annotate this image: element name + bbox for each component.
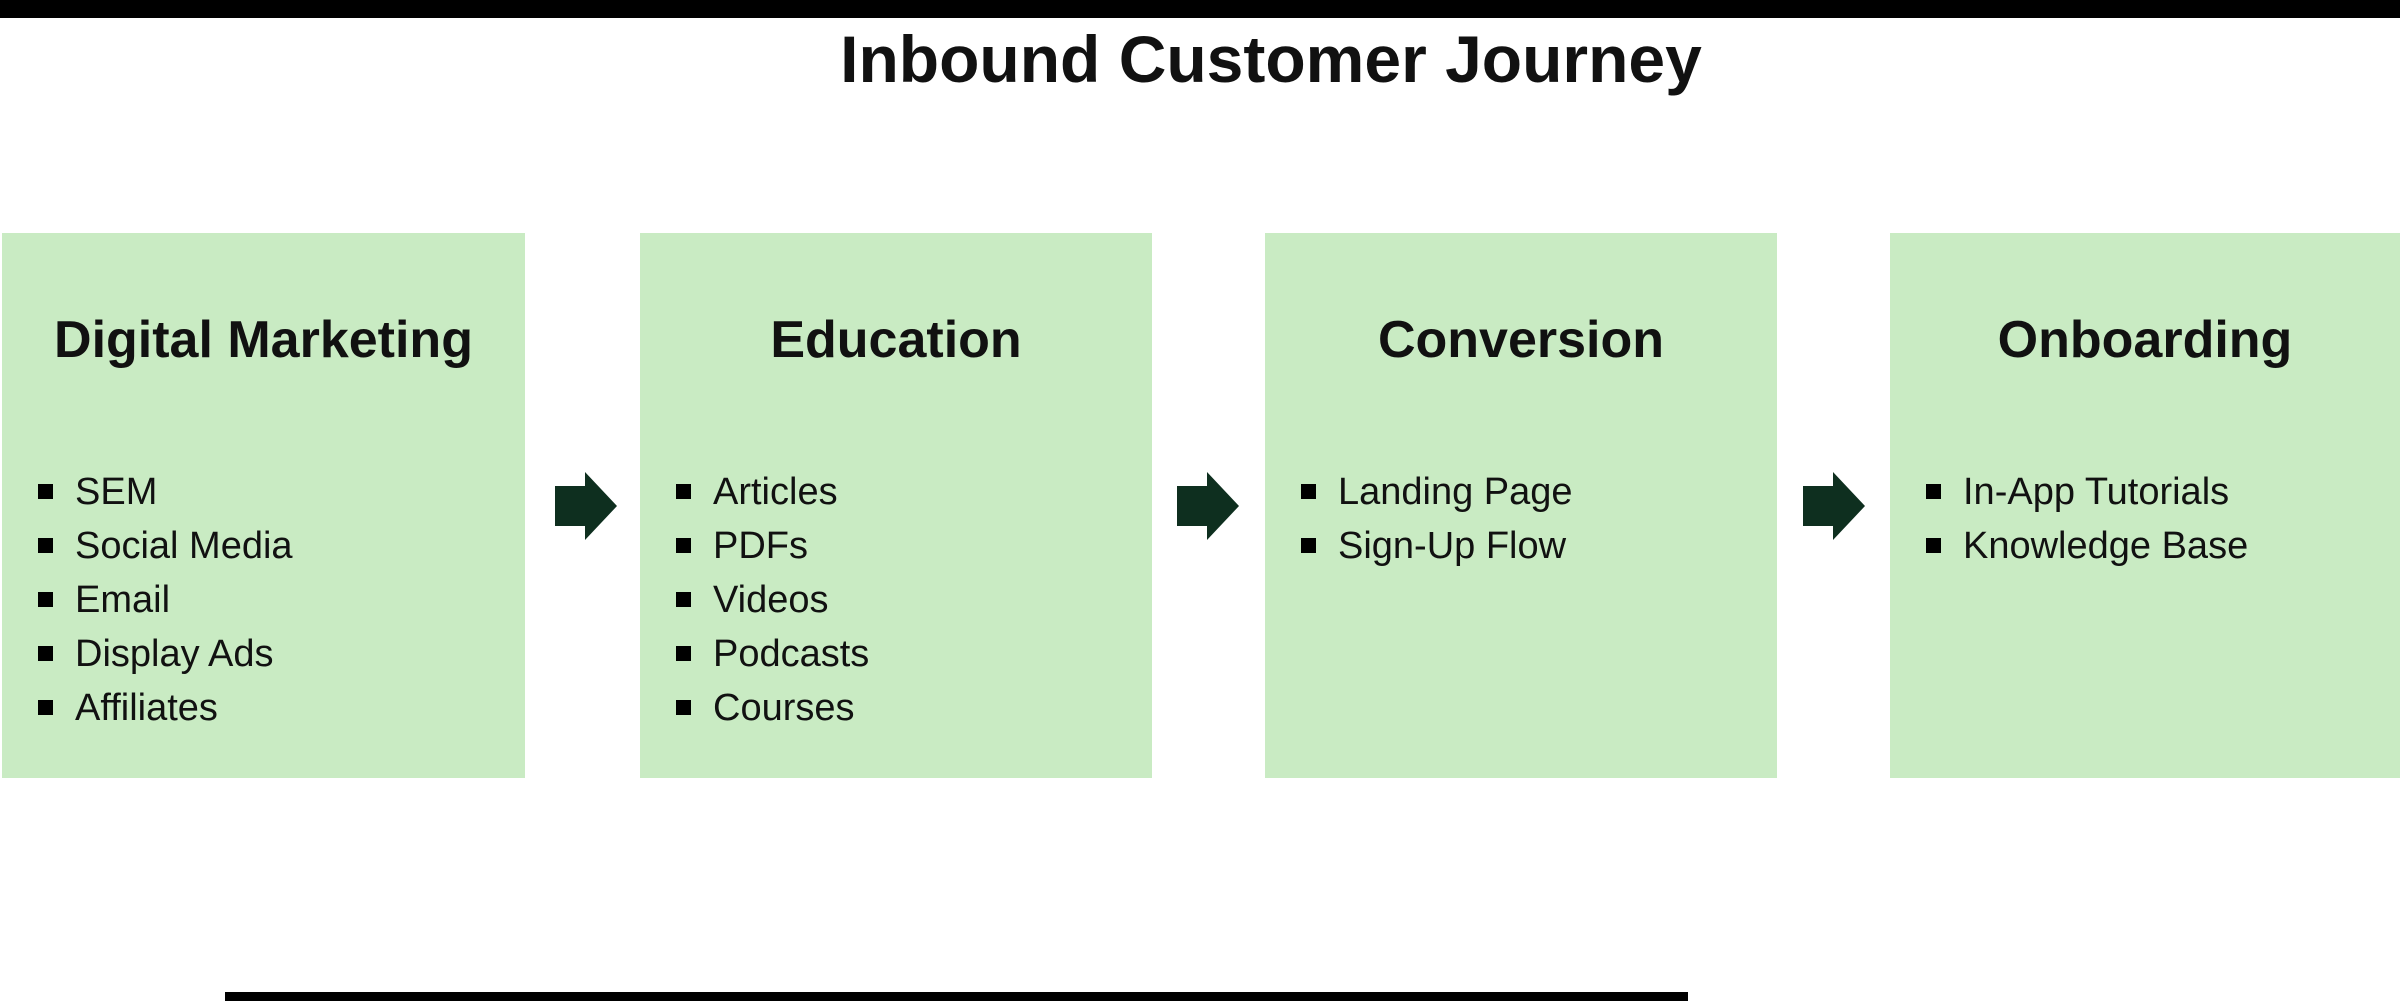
bullet-marker <box>1926 538 1941 554</box>
list-item: Social Media <box>38 519 525 573</box>
bullet-marker <box>38 484 53 500</box>
flow-arrow-icon <box>555 472 617 540</box>
bullet-marker <box>676 646 691 662</box>
list-item: Affiliates <box>38 681 525 735</box>
stage-item-list: In-App Tutorials Knowledge Base <box>1890 465 2400 573</box>
top-accent-bar <box>0 0 2400 18</box>
stage-item-list: Landing Page Sign-Up Flow <box>1265 465 1777 573</box>
bullet-marker <box>38 700 53 716</box>
bullet-marker <box>1301 484 1316 500</box>
list-item: Landing Page <box>1301 465 1777 519</box>
list-item: SEM <box>38 465 525 519</box>
list-item-label: Email <box>75 578 171 621</box>
list-item-label: Affiliates <box>75 686 218 729</box>
list-item-label: Videos <box>713 578 829 621</box>
list-item-label: SEM <box>75 470 158 513</box>
stage-title: Education <box>770 311 1022 369</box>
list-item-label: Knowledge Base <box>1963 524 2249 567</box>
list-item-label: Articles <box>713 470 838 513</box>
list-item: Email <box>38 573 525 627</box>
bullet-marker <box>38 538 53 554</box>
stage-digital-marketing: Digital Marketing SEM Social Media Email… <box>2 233 525 778</box>
bullet-marker <box>676 538 691 554</box>
bullet-marker <box>676 592 691 608</box>
stage-onboarding: Onboarding In-App Tutorials Knowledge Ba… <box>1890 233 2400 778</box>
list-item: Podcasts <box>676 627 1152 681</box>
bullet-marker <box>1301 538 1316 554</box>
stage-title: Digital Marketing <box>54 311 473 369</box>
list-item-label: Sign-Up Flow <box>1338 524 1567 567</box>
list-item-label: Display Ads <box>75 632 274 675</box>
list-item: Articles <box>676 465 1152 519</box>
list-item-label: In-App Tutorials <box>1963 470 2230 513</box>
list-item-label: Landing Page <box>1338 470 1573 513</box>
bullet-marker <box>38 592 53 608</box>
list-item: Courses <box>676 681 1152 735</box>
bullet-marker <box>676 700 691 716</box>
list-item-label: Courses <box>713 686 855 729</box>
flow-arrow-icon <box>1177 472 1239 540</box>
list-item-label: PDFs <box>713 524 808 567</box>
stage-conversion: Conversion Landing Page Sign-Up Flow <box>1265 233 1777 778</box>
list-item-label: Social Media <box>75 524 293 567</box>
page-title: Inbound Customer Journey <box>840 22 1702 96</box>
stage-title: Onboarding <box>1997 311 2293 369</box>
list-item: Knowledge Base <box>1926 519 2400 573</box>
list-item: PDFs <box>676 519 1152 573</box>
list-item: Sign-Up Flow <box>1301 519 1777 573</box>
bottom-accent-bar <box>225 992 1688 1001</box>
list-item: Videos <box>676 573 1152 627</box>
stage-item-list: Articles PDFs Videos Podcasts Courses <box>640 465 1152 735</box>
list-item-label: Podcasts <box>713 632 870 675</box>
list-item: In-App Tutorials <box>1926 465 2400 519</box>
list-item: Display Ads <box>38 627 525 681</box>
stage-item-list: SEM Social Media Email Display Ads Affil… <box>2 465 525 735</box>
bullet-marker <box>676 484 691 500</box>
flow-arrow-icon <box>1803 472 1865 540</box>
stage-education: Education Articles PDFs Videos Podcasts … <box>640 233 1152 778</box>
bullet-marker <box>38 646 53 662</box>
stage-title: Conversion <box>1377 311 1665 369</box>
bullet-marker <box>1926 484 1941 500</box>
